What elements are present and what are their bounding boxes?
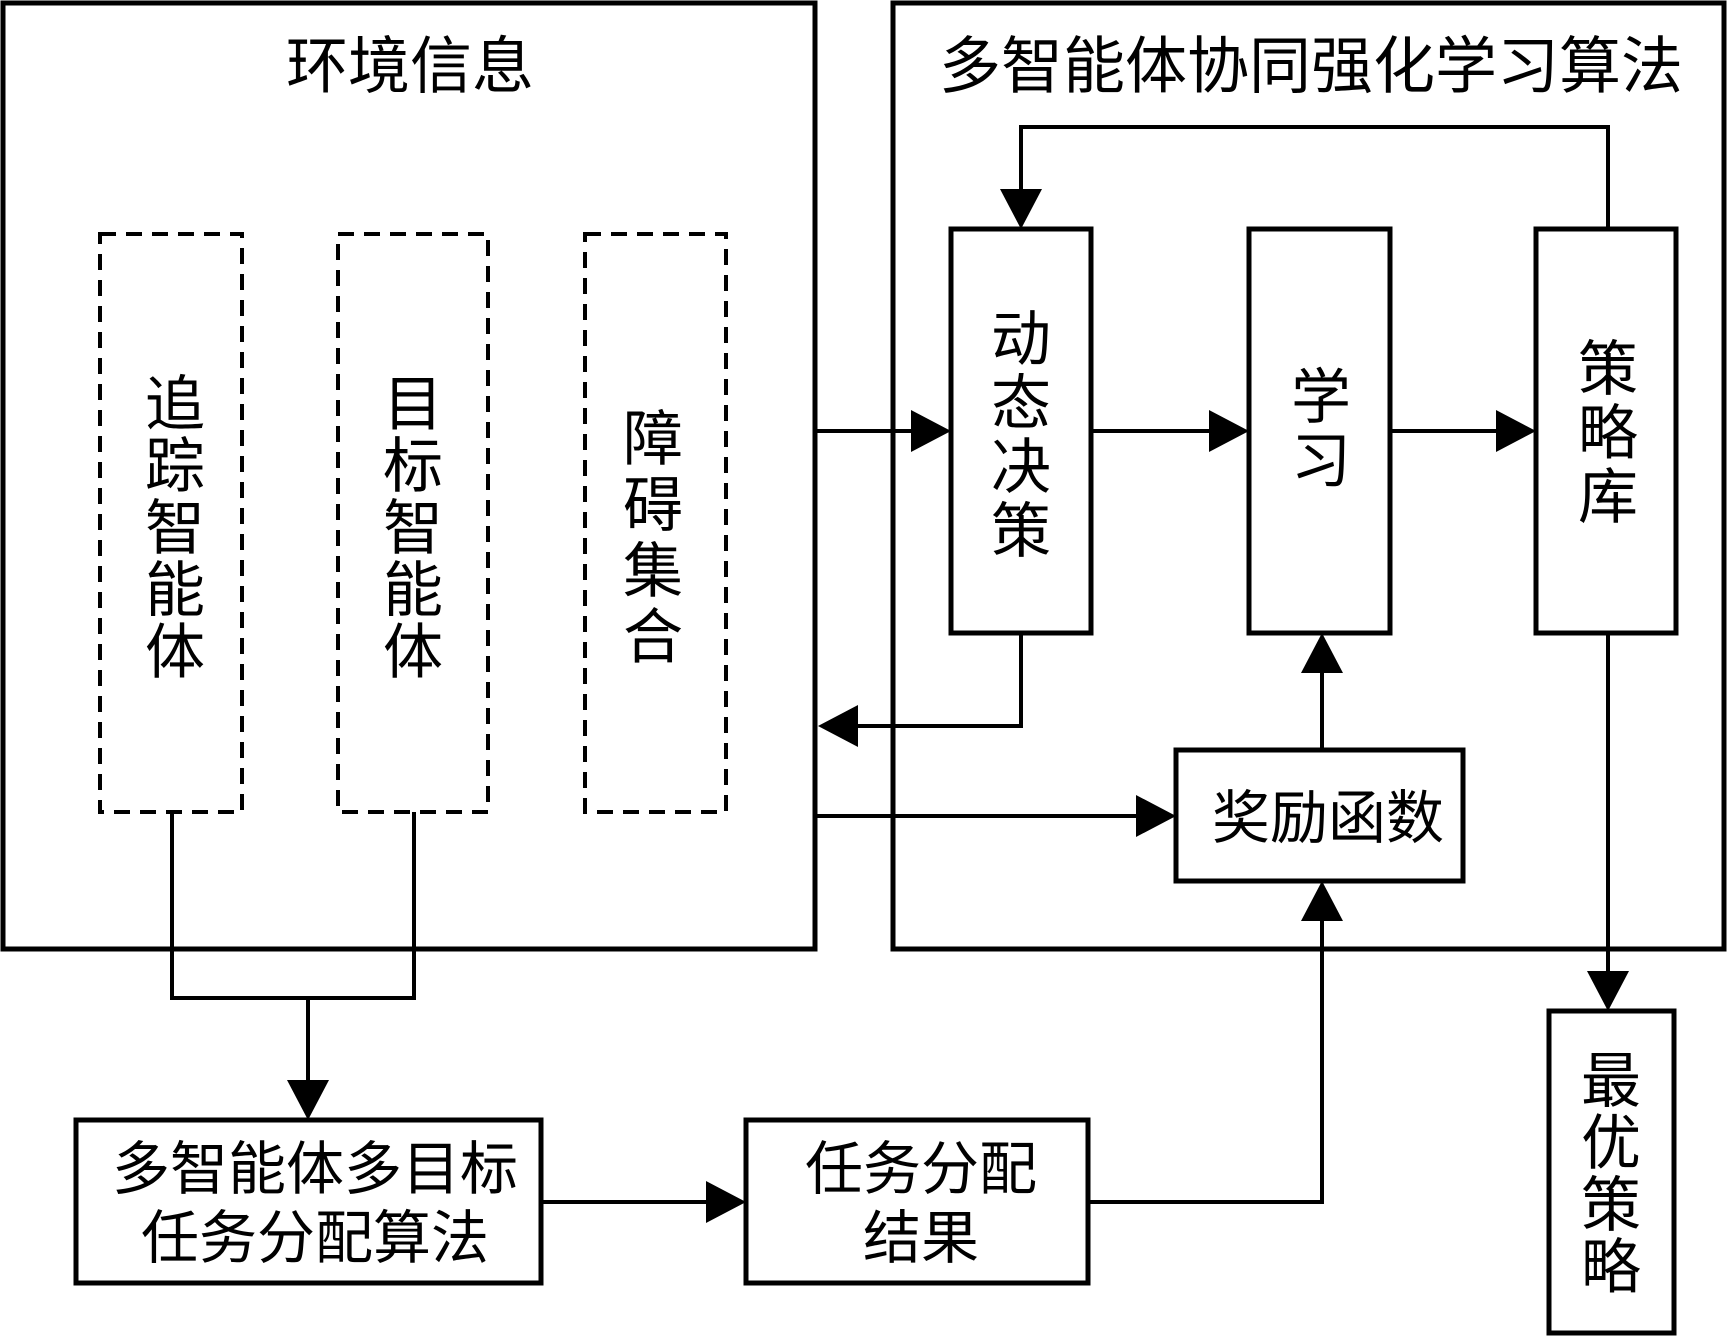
obstacle-set-box: [583, 232, 728, 814]
learning-label: 学习: [1291, 363, 1351, 497]
optimal-strategy-label: 最优策略: [1581, 1047, 1641, 1303]
tracking-agent-label: 追踪智能体: [145, 370, 205, 688]
library-feedback-line: [1019, 125, 1610, 229]
strategy-library-label: 策略库: [1578, 335, 1638, 533]
decision-to-env-line: [850, 633, 1023, 728]
target-agent-label: 目标智能体: [383, 370, 443, 688]
env-to-reward-arrowhead: [1136, 795, 1176, 837]
algorithm-to-result-arrowhead: [706, 1181, 746, 1223]
learning-box: [1246, 226, 1393, 636]
reward-function-box: [1173, 747, 1466, 884]
target-agent-box: [336, 232, 490, 814]
decision-to-learning-arrowhead: [1209, 410, 1249, 452]
agents-merge-line: [170, 812, 416, 1000]
optimal-strategy-box: [1546, 1008, 1677, 1336]
task-allocation-result-line2: 结果: [863, 1204, 979, 1272]
marl-title: 多智能体协同强化学习算法: [939, 30, 1683, 103]
task-allocation-result-line1: 任务分配: [805, 1135, 1037, 1203]
merge-to-algorithm-arrowhead: [287, 1080, 329, 1120]
result-to-reward-arrowhead: [1301, 881, 1343, 921]
env-to-decision-arrowhead: [911, 410, 951, 452]
library-to-optimal-arrowhead: [1587, 971, 1629, 1011]
reward-function-label: 奖励函数: [1212, 784, 1444, 852]
environment-title: 环境信息: [286, 30, 534, 103]
dynamic-decision-label: 动态决策: [991, 305, 1051, 567]
task-allocation-algorithm-line2: 任务分配算法: [141, 1204, 489, 1272]
tracking-agent-box: [98, 232, 244, 814]
library-feedback-arrowhead: [1000, 189, 1042, 229]
decision-to-env-arrowhead: [818, 705, 858, 747]
reward-to-learning-arrowhead: [1301, 633, 1343, 673]
task-allocation-algorithm-box: [73, 1117, 544, 1286]
result-to-reward-line: [1088, 914, 1324, 1204]
learning-to-library-arrowhead: [1496, 410, 1536, 452]
task-allocation-algorithm-line1: 多智能体多目标: [112, 1135, 518, 1203]
obstacle-set-label: 障碍集合: [623, 405, 683, 673]
strategy-library-box: [1533, 226, 1679, 636]
